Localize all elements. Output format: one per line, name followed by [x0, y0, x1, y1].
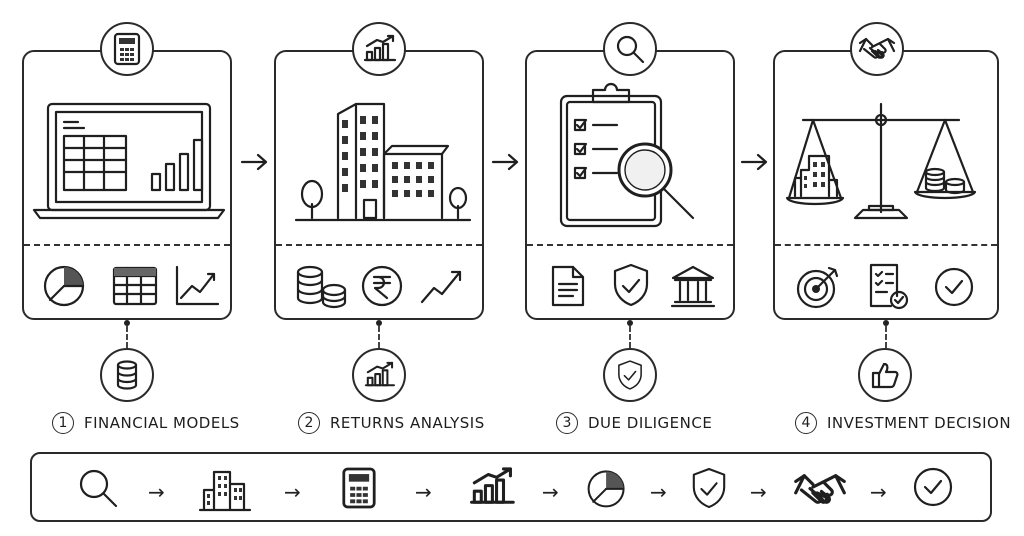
clipboard-checklist-icon — [559, 82, 695, 228]
card-financial-models — [22, 50, 232, 320]
connector-line — [629, 326, 631, 348]
connector-dot — [883, 320, 889, 326]
spreadsheet-icon — [112, 266, 158, 306]
shield-check-icon — [692, 467, 726, 509]
connector-dot — [124, 320, 130, 326]
connector-dot — [376, 320, 382, 326]
magnifier-icon — [79, 469, 118, 508]
step-number: 2 — [298, 412, 320, 434]
arrow-right-icon — [240, 153, 268, 171]
thumbs-up-icon — [871, 362, 899, 389]
calculator-badge — [100, 22, 154, 76]
connector-dot — [627, 320, 633, 326]
card-due-diligence — [525, 50, 735, 320]
divider — [24, 244, 230, 246]
buildings-icon — [294, 102, 472, 222]
growth-badge-lower — [352, 348, 406, 402]
target-icon — [796, 266, 839, 309]
process-bar: → → → → → → — [30, 452, 992, 522]
card-returns-analysis — [274, 50, 484, 320]
arrow-glyph: → — [284, 480, 301, 504]
thumbs-up-badge — [858, 348, 912, 402]
magnifier-icon — [616, 35, 645, 64]
growth-badge — [352, 22, 406, 76]
calculator-icon — [113, 32, 141, 66]
shield-check-icon — [618, 360, 642, 390]
step-title: INVESTMENT DECISION — [827, 414, 1012, 432]
growth-chart-icon — [470, 467, 515, 504]
step-title: FINANCIAL MODELS — [84, 414, 240, 432]
magnifier-badge — [603, 22, 657, 76]
step-label-3: 3 DUE DILIGENCE — [556, 412, 712, 434]
connector-line — [885, 326, 887, 348]
coins-icon — [296, 265, 347, 309]
rupee-icon — [361, 265, 403, 307]
divider — [276, 244, 482, 246]
database-icon — [116, 360, 138, 390]
step-number: 4 — [795, 412, 817, 434]
document-icon — [551, 265, 585, 307]
handshake-icon — [858, 37, 896, 59]
step-label-1: 1 FINANCIAL MODELS — [52, 412, 240, 434]
pie-chart-icon — [43, 265, 85, 307]
shield-badge — [603, 348, 657, 402]
arrow-right-icon — [491, 153, 519, 171]
connector-line — [126, 326, 128, 348]
step-title: DUE DILIGENCE — [588, 414, 713, 432]
step-number: 1 — [52, 412, 74, 434]
step-label-2: 2 RETURNS ANALYSIS — [298, 412, 485, 434]
trend-up-icon — [420, 270, 462, 304]
arrow-right-icon — [740, 153, 768, 171]
arrow-glyph: → — [148, 480, 165, 504]
step-label-4: 4 INVESTMENT DECISION — [795, 412, 1011, 434]
connector-line — [378, 326, 380, 348]
pie-chart-icon — [587, 470, 625, 508]
check-circle-icon — [934, 267, 974, 307]
growth-chart-icon — [363, 34, 397, 62]
arrow-glyph: → — [870, 480, 887, 504]
handshake-icon — [794, 474, 846, 504]
card-investment-decision — [773, 50, 999, 320]
growth-chart-icon — [364, 361, 395, 387]
arrow-glyph: → — [415, 480, 432, 504]
divider — [527, 244, 733, 246]
shield-check-icon — [613, 263, 649, 307]
arrow-glyph: → — [650, 480, 667, 504]
handshake-badge — [850, 22, 904, 76]
database-badge — [100, 348, 154, 402]
balance-scale-icon — [785, 102, 977, 220]
line-chart-icon — [175, 265, 220, 306]
bank-icon — [670, 265, 716, 308]
laptop-spreadsheet-icon — [32, 102, 226, 220]
buildings-icon — [198, 470, 252, 512]
checklist-icon — [869, 263, 909, 310]
step-title: RETURNS ANALYSIS — [330, 414, 485, 432]
step-number: 3 — [556, 412, 578, 434]
divider — [775, 244, 997, 246]
calculator-icon — [342, 467, 376, 509]
check-circle-icon — [913, 467, 953, 507]
arrow-glyph: → — [750, 480, 767, 504]
arrow-glyph: → — [542, 480, 559, 504]
